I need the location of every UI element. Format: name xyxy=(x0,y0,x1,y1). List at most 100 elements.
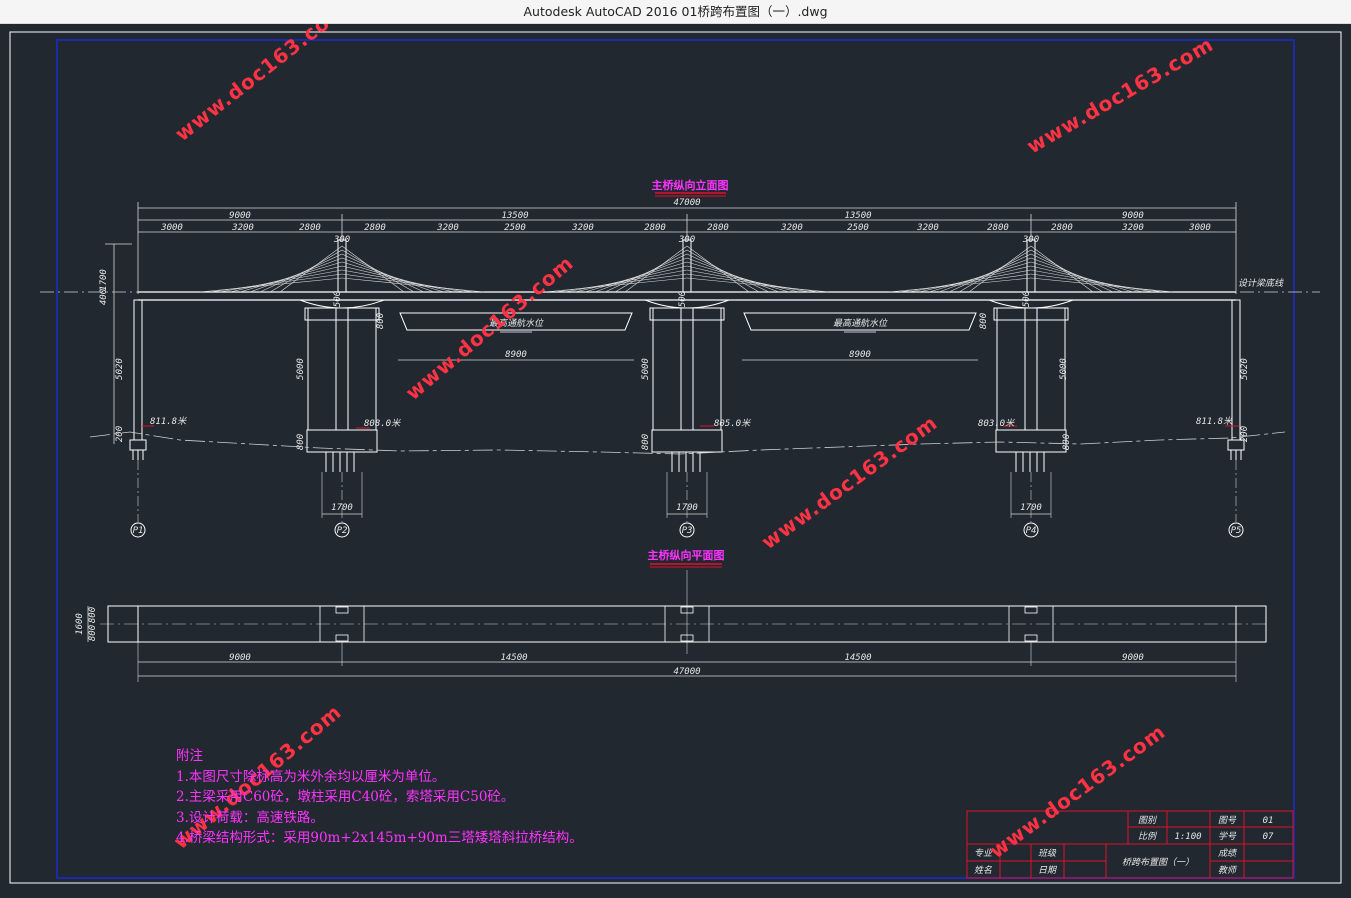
stay-cable xyxy=(686,265,800,293)
plan-abutment-right xyxy=(1235,605,1267,643)
clearance-box-right xyxy=(743,312,977,331)
cable-dim-6: 2500 xyxy=(504,223,526,233)
tb-label-tuming: 图别 xyxy=(1138,815,1158,826)
cable-dim-8: 2800 xyxy=(644,223,666,233)
tb-label-tuhao: 图号 xyxy=(1218,815,1237,826)
plan-span-1: 9000 xyxy=(229,653,251,663)
cable-dim-13: 2800 xyxy=(987,223,1009,233)
tb-label-teacher: 教师 xyxy=(1218,865,1238,876)
inner-border-frame xyxy=(56,39,1295,879)
cable-dim-10: 3200 xyxy=(780,223,803,233)
cable-dim-4: 2800 xyxy=(364,223,386,233)
cable-dim-1: 3000 xyxy=(160,223,183,233)
stay-cables xyxy=(199,245,1174,293)
plan-width-half-2: 800 xyxy=(88,625,98,641)
tower-p2 xyxy=(337,239,347,293)
elevation-p2: 808.0米 xyxy=(364,418,401,429)
title-block xyxy=(966,810,1294,879)
pier-label-p1: P1 xyxy=(133,526,144,536)
stay-cable xyxy=(1030,277,1174,293)
outer-sheet-frame xyxy=(9,31,1342,884)
stay-cable xyxy=(219,269,343,293)
pier-p2 xyxy=(304,307,380,472)
cable-dim-15: 3200 xyxy=(1121,223,1144,233)
watermark-3: www.doc163.com xyxy=(401,251,578,405)
tb-label-name: 姓名 xyxy=(974,865,993,876)
tower-height-dim: 1700 xyxy=(99,269,109,291)
stay-cable xyxy=(341,277,485,293)
tower-p4 xyxy=(1026,239,1036,293)
stay-cable xyxy=(686,257,780,293)
stay-cable xyxy=(918,265,1032,293)
stay-cable xyxy=(584,261,688,293)
stay-cable xyxy=(249,257,343,293)
cad-drawing[interactable]: 主桥纵向立面图 47000 9000 13500 13500 9000 3000… xyxy=(0,24,1351,898)
window-title-bar: Autodesk AutoCAD 2016 01桥跨布置图（一）.dwg xyxy=(0,0,1351,24)
design-line-label: 设计梁底线 xyxy=(1238,278,1284,289)
cable-dim-5: 3200 xyxy=(436,223,459,233)
span-dim-2: 13500 xyxy=(501,211,528,221)
note-item-2: 2.主梁采用C60砼，墩柱采用C40砼，索塔采用C50砼。 xyxy=(176,789,515,805)
elevation-p3: 805.0米 xyxy=(714,418,751,429)
plan-title: 主桥纵向平面图 xyxy=(648,548,725,562)
plan-span-2: 14500 xyxy=(500,653,527,663)
stay-cable xyxy=(928,261,1032,293)
side-base-left: 200 xyxy=(115,426,125,442)
tb-label-class: 班级 xyxy=(1038,848,1057,859)
elevation-title: 主桥纵向立面图 xyxy=(652,178,729,192)
tb-tuhao: 01 xyxy=(1263,816,1274,826)
pier-height-p3: 5000 xyxy=(641,358,651,380)
cap-dim-ext xyxy=(321,472,1052,518)
plan-span-3: 14500 xyxy=(844,653,871,663)
stay-cable xyxy=(1030,257,1124,293)
tb-label-date: 日期 xyxy=(1038,865,1058,876)
cable-dim-14: 2800 xyxy=(1051,223,1073,233)
stay-cable xyxy=(341,265,455,293)
stay-cable xyxy=(686,245,750,293)
side-base-right: 200 xyxy=(1240,426,1250,442)
tower-p3 xyxy=(682,239,692,293)
tb-label-major: 专业 xyxy=(974,848,993,859)
stay-cable xyxy=(574,265,688,293)
cable-dim-7: 3200 xyxy=(571,223,594,233)
channel-width-right: 8900 xyxy=(849,350,871,360)
pier-p3 xyxy=(649,307,725,472)
pier-marker-p4: P4 xyxy=(1023,522,1039,538)
span-dim-1: 9000 xyxy=(229,211,251,221)
elevation-p4: 803.0米 xyxy=(978,418,1015,429)
note-item-1: 1.本图尺寸除标高为米外余均以厘米为单位。 xyxy=(176,768,446,785)
stay-cable xyxy=(341,245,405,293)
pier-top-p3: 500 xyxy=(678,291,688,307)
tb-label-grade: 成绩 xyxy=(1218,848,1238,859)
window-title: Autodesk AutoCAD 2016 01桥跨布置图（一）.dwg xyxy=(523,4,828,19)
stay-cable xyxy=(341,269,465,293)
pier-p5 xyxy=(1227,299,1245,460)
stay-cable xyxy=(938,257,1032,293)
plan-dim-ext xyxy=(137,642,1237,682)
tb-label-xuehao: 学号 xyxy=(1218,831,1237,842)
drawing-canvas[interactable]: 主桥纵向立面图 47000 9000 13500 13500 9000 3000… xyxy=(0,24,1351,898)
side-pier-height-right: 5020 xyxy=(1240,358,1250,380)
stay-cable xyxy=(1030,245,1094,293)
elevation-p5: 811.8米 xyxy=(1196,416,1233,427)
stay-cable xyxy=(624,245,688,293)
tb-drawing-name: 桥跨布置图（一） xyxy=(1122,857,1194,868)
side-pier-height-left: 5020 xyxy=(115,358,125,380)
plan-span-4: 9000 xyxy=(1122,653,1144,663)
span-dim-3: 13500 xyxy=(844,211,871,221)
notes-section: 附注 1.本图尺寸除标高为米外余均以厘米为单位。 2.主梁采用C60砼，墩柱采用… xyxy=(176,746,583,849)
cable-dim-11: 2500 xyxy=(847,223,869,233)
stay-cable xyxy=(564,269,688,293)
pier-marker-p1: P1 xyxy=(130,522,146,538)
watermark-2: www.doc163.com xyxy=(1023,32,1218,159)
overall-dim-text: 47000 xyxy=(673,198,700,208)
notes-heading: 附注 xyxy=(176,748,203,764)
tb-label-scale: 比例 xyxy=(1138,831,1158,842)
elevation-markers xyxy=(142,425,1239,429)
clearance-height-right: 800 xyxy=(979,313,989,329)
tb-scale: 1:100 xyxy=(1174,832,1201,842)
pier-label-p2: P2 xyxy=(337,526,348,536)
stay-cable xyxy=(199,277,343,293)
pier-p1 xyxy=(129,299,147,460)
water-level-right: 最高通航水位 xyxy=(833,318,888,329)
